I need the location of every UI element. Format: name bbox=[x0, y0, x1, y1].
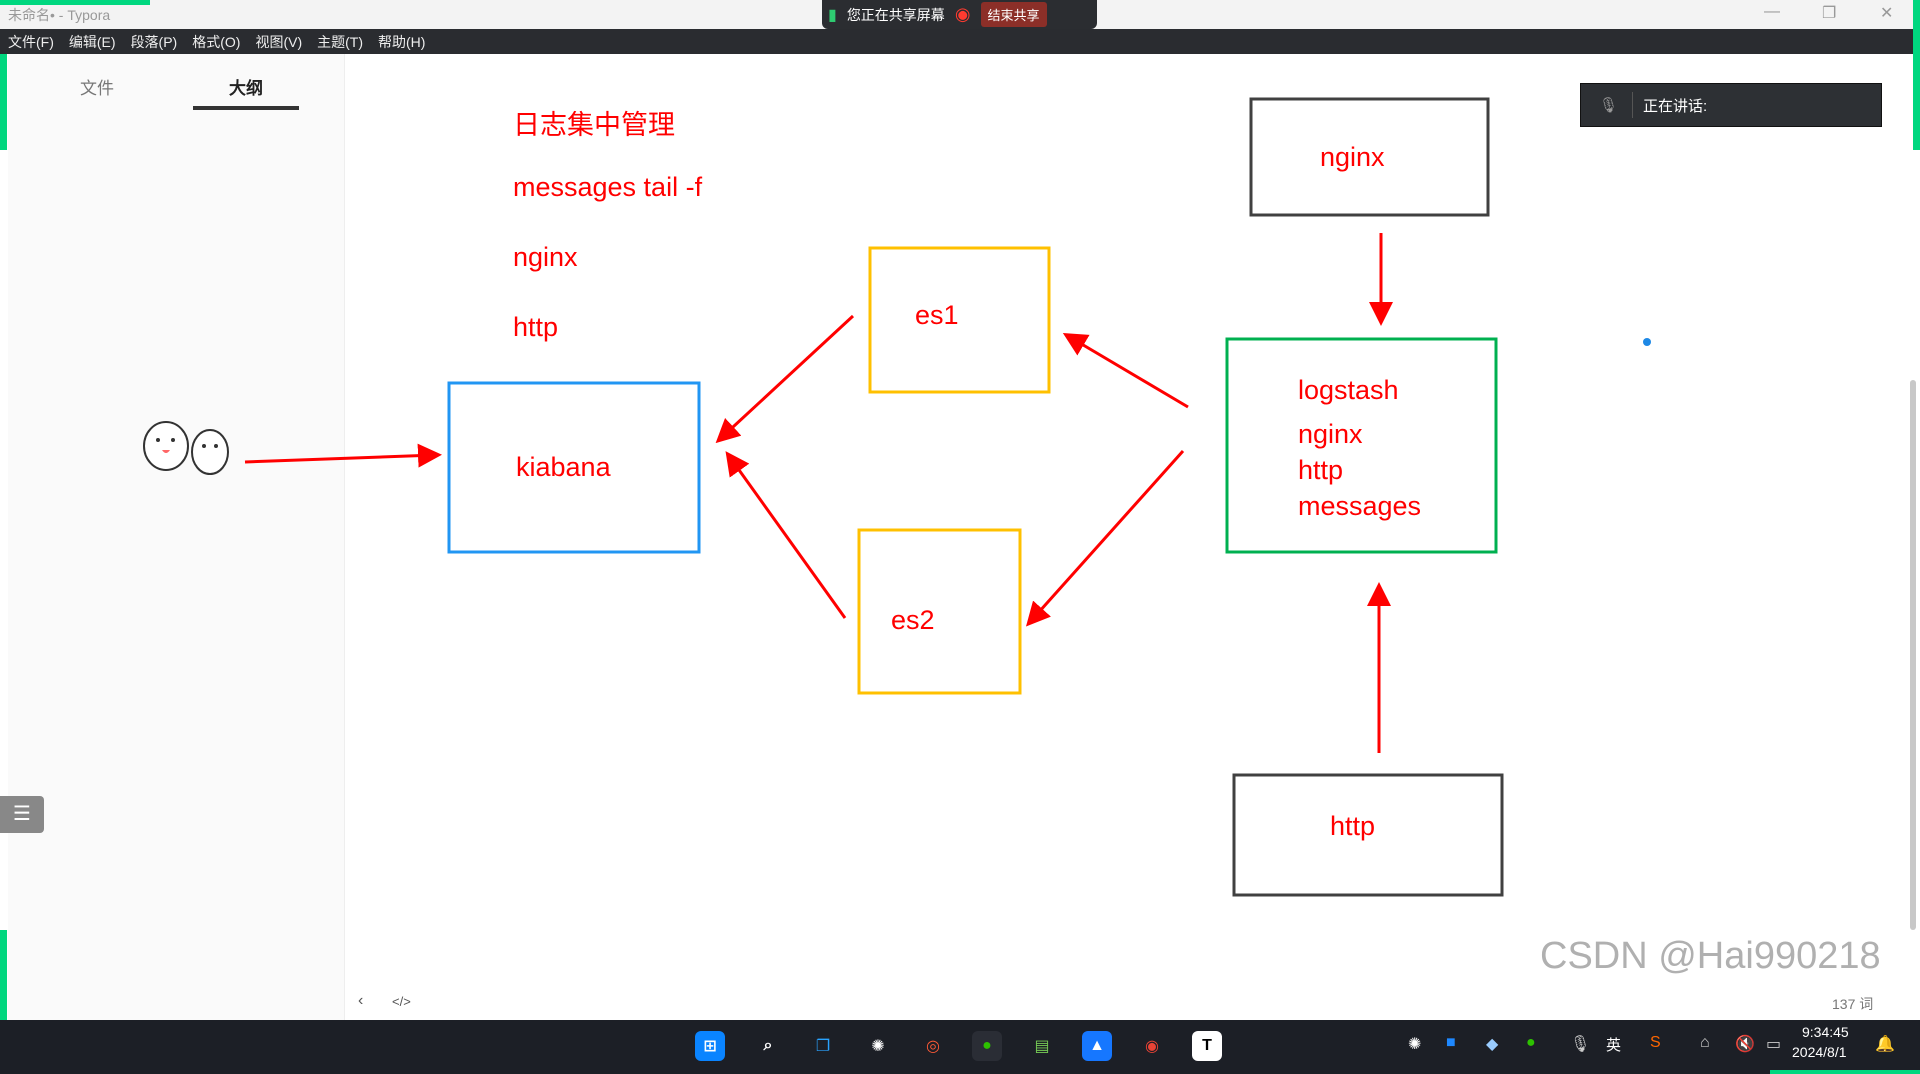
app-icon[interactable]: ◎ bbox=[926, 1038, 940, 1055]
menu-view[interactable]: 视图(V) bbox=[255, 33, 303, 50]
back-icon[interactable]: ‹ bbox=[358, 992, 364, 1009]
tray-ime-icon[interactable]: S bbox=[1650, 1034, 1661, 1051]
taskbar: ⊞ ⌕ ❐ ✺ ◎ ● ▤ ▲ ◉ T ✺ ■ ◆ ● 🎙 英 S ⌂ 🔇 ▭ … bbox=[0, 1020, 1920, 1074]
share-border-left-bottom bbox=[0, 930, 7, 1074]
tray-docker-icon[interactable]: ◆ bbox=[1486, 1036, 1499, 1053]
note-line: messages tail -f bbox=[513, 172, 703, 202]
tray-chatgpt-icon[interactable]: ✺ bbox=[1408, 1036, 1422, 1053]
note-line: nginx bbox=[513, 242, 578, 272]
menu-format[interactable]: 格式(O) bbox=[192, 33, 241, 50]
logstash-box bbox=[1225, 337, 1498, 554]
speaking-label: 正在讲话: bbox=[1643, 97, 1708, 115]
arrow-sticker-kibana bbox=[244, 443, 442, 468]
es2-label: es2 bbox=[891, 605, 935, 635]
share-border-bottom bbox=[1770, 1070, 1920, 1074]
menu-theme[interactable]: 主题(T) bbox=[317, 33, 364, 50]
active-tab-underline bbox=[193, 106, 299, 110]
input-language[interactable]: 英 bbox=[1606, 1037, 1622, 1054]
share-border-left bbox=[0, 54, 7, 150]
es2-box bbox=[857, 528, 1022, 695]
wechat-icon[interactable]: ● bbox=[972, 1031, 1002, 1061]
logstash-input: http bbox=[1298, 455, 1344, 485]
kibana-box bbox=[447, 381, 701, 554]
sidebar: 文件 大纲 ☰ bbox=[0, 54, 345, 1020]
task-view-icon[interactable]: ❐ bbox=[815, 1038, 831, 1055]
cursor-dot bbox=[1643, 338, 1651, 346]
word-count: 137 词 bbox=[1832, 996, 1874, 1012]
share-border bbox=[0, 0, 150, 5]
screen-share-bar: ▮ 您正在共享屏幕 ◉ 结束共享 bbox=[822, 0, 1097, 29]
network-icon[interactable]: ⌂ bbox=[1700, 1034, 1710, 1051]
share-border-right bbox=[1913, 0, 1920, 150]
tray-meeting-icon[interactable]: ■ bbox=[1446, 1034, 1456, 1051]
menu-help[interactable]: 帮助(H) bbox=[378, 33, 426, 50]
notepad-icon[interactable]: ▤ bbox=[1034, 1038, 1050, 1055]
http-label: http bbox=[1330, 811, 1376, 841]
menu-edit[interactable]: 编辑(E) bbox=[68, 33, 116, 50]
close-button[interactable]: ✕ bbox=[1880, 5, 1894, 22]
notification-icon[interactable]: 🔔 bbox=[1875, 1036, 1895, 1053]
maximize-button[interactable]: ❐ bbox=[1822, 5, 1837, 22]
search-icon[interactable]: ⌕ bbox=[763, 1037, 773, 1054]
battery-icon[interactable]: ▭ bbox=[1766, 1036, 1782, 1053]
minimize-button[interactable]: — bbox=[1764, 3, 1780, 20]
menu-paragraph[interactable]: 段落(P) bbox=[130, 33, 178, 50]
divider bbox=[1632, 92, 1634, 118]
tab-files[interactable]: 文件 bbox=[80, 79, 114, 98]
share-status: 您正在共享屏幕 bbox=[846, 6, 945, 23]
nginx-box bbox=[1249, 97, 1490, 217]
logstash-labels: logstash nginx http messages bbox=[1298, 372, 1421, 524]
sticker-image bbox=[143, 421, 229, 475]
logstash-label: logstash bbox=[1298, 375, 1399, 405]
start-icon[interactable]: ⊞ bbox=[695, 1031, 725, 1061]
meeting-icon[interactable]: ▲ bbox=[1082, 1031, 1112, 1061]
http-box bbox=[1232, 773, 1504, 897]
scrollbar[interactable] bbox=[1910, 380, 1916, 930]
chatgpt-icon[interactable]: ✺ bbox=[871, 1038, 885, 1055]
arrow-logstash-es2 bbox=[1025, 449, 1185, 627]
architecture-diagram bbox=[143, 97, 1651, 897]
arrow-es1-kibana bbox=[715, 314, 855, 444]
stop-share-button[interactable]: 结束共享 bbox=[980, 2, 1047, 27]
logstash-input: messages bbox=[1298, 491, 1422, 521]
note-line: http bbox=[513, 312, 559, 342]
arrow-es2-kibana bbox=[725, 451, 847, 619]
logstash-input: nginx bbox=[1298, 419, 1363, 449]
signal-icon: ▮ bbox=[828, 6, 837, 24]
nginx-label: nginx bbox=[1320, 142, 1385, 172]
clock-date[interactable]: 2024/8/1 bbox=[1792, 1044, 1847, 1060]
volume-muted-icon[interactable]: 🔇 bbox=[1735, 1036, 1755, 1053]
menu-file[interactable]: 文件(F) bbox=[8, 33, 54, 50]
tray-wechat-icon[interactable]: ● bbox=[1526, 1034, 1536, 1051]
clock-time[interactable]: 9:34:45 bbox=[1802, 1024, 1849, 1040]
microphone-icon: 🎙 bbox=[1599, 97, 1619, 114]
es1-label: es1 bbox=[915, 300, 959, 330]
kibana-label: kiabana bbox=[516, 452, 611, 482]
tab-outline[interactable]: 大纲 bbox=[229, 79, 263, 98]
outline-toggle-icon[interactable]: ☰ bbox=[0, 796, 44, 833]
record-icon: ◉ bbox=[954, 4, 971, 24]
watermark: CSDN @Hai990218 bbox=[1540, 935, 1881, 977]
window-title: 未命名• - Typora bbox=[8, 7, 111, 23]
tray-mic-icon[interactable]: 🎙 bbox=[1570, 1036, 1591, 1053]
es1-box bbox=[868, 246, 1051, 394]
source-code-icon[interactable]: </> bbox=[392, 994, 411, 1009]
menu-bar: 文件(F) 编辑(E) 段落(P) 格式(O) 视图(V) 主题(T) 帮助(H… bbox=[0, 29, 1920, 54]
typora-icon[interactable]: T bbox=[1192, 1031, 1222, 1061]
note-title: 日志集中管理 bbox=[513, 110, 675, 140]
speaking-indicator: 🎙 正在讲话: bbox=[1580, 83, 1882, 127]
chrome-icon[interactable]: ◉ bbox=[1145, 1038, 1159, 1055]
arrow-logstash-es1 bbox=[1062, 332, 1189, 409]
